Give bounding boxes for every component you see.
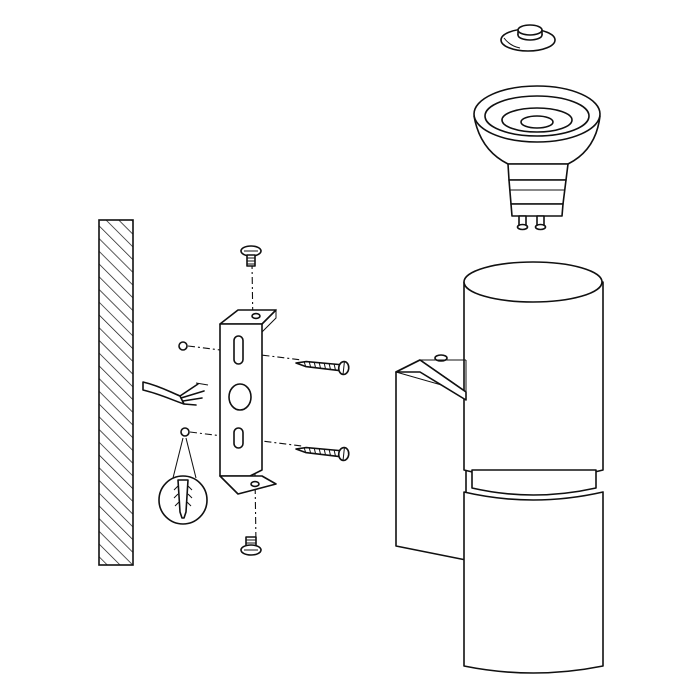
wall-plug xyxy=(173,479,193,519)
wall-holes xyxy=(178,341,303,447)
wall-hole-bottom xyxy=(180,427,190,437)
lens-cap xyxy=(500,24,556,52)
lamp-housing xyxy=(395,261,604,674)
wall-plug-callout xyxy=(158,437,208,525)
bracket-screw-top xyxy=(240,245,262,267)
bracket-screw-bottom xyxy=(240,536,262,556)
wall-hole-top xyxy=(178,341,188,351)
wall-screw-bottom xyxy=(294,441,351,462)
gu10-led-bulb xyxy=(473,85,601,231)
wall xyxy=(98,219,134,566)
wall-screw-top xyxy=(294,355,351,376)
power-cable xyxy=(142,381,209,406)
mounting-bracket xyxy=(219,308,277,495)
